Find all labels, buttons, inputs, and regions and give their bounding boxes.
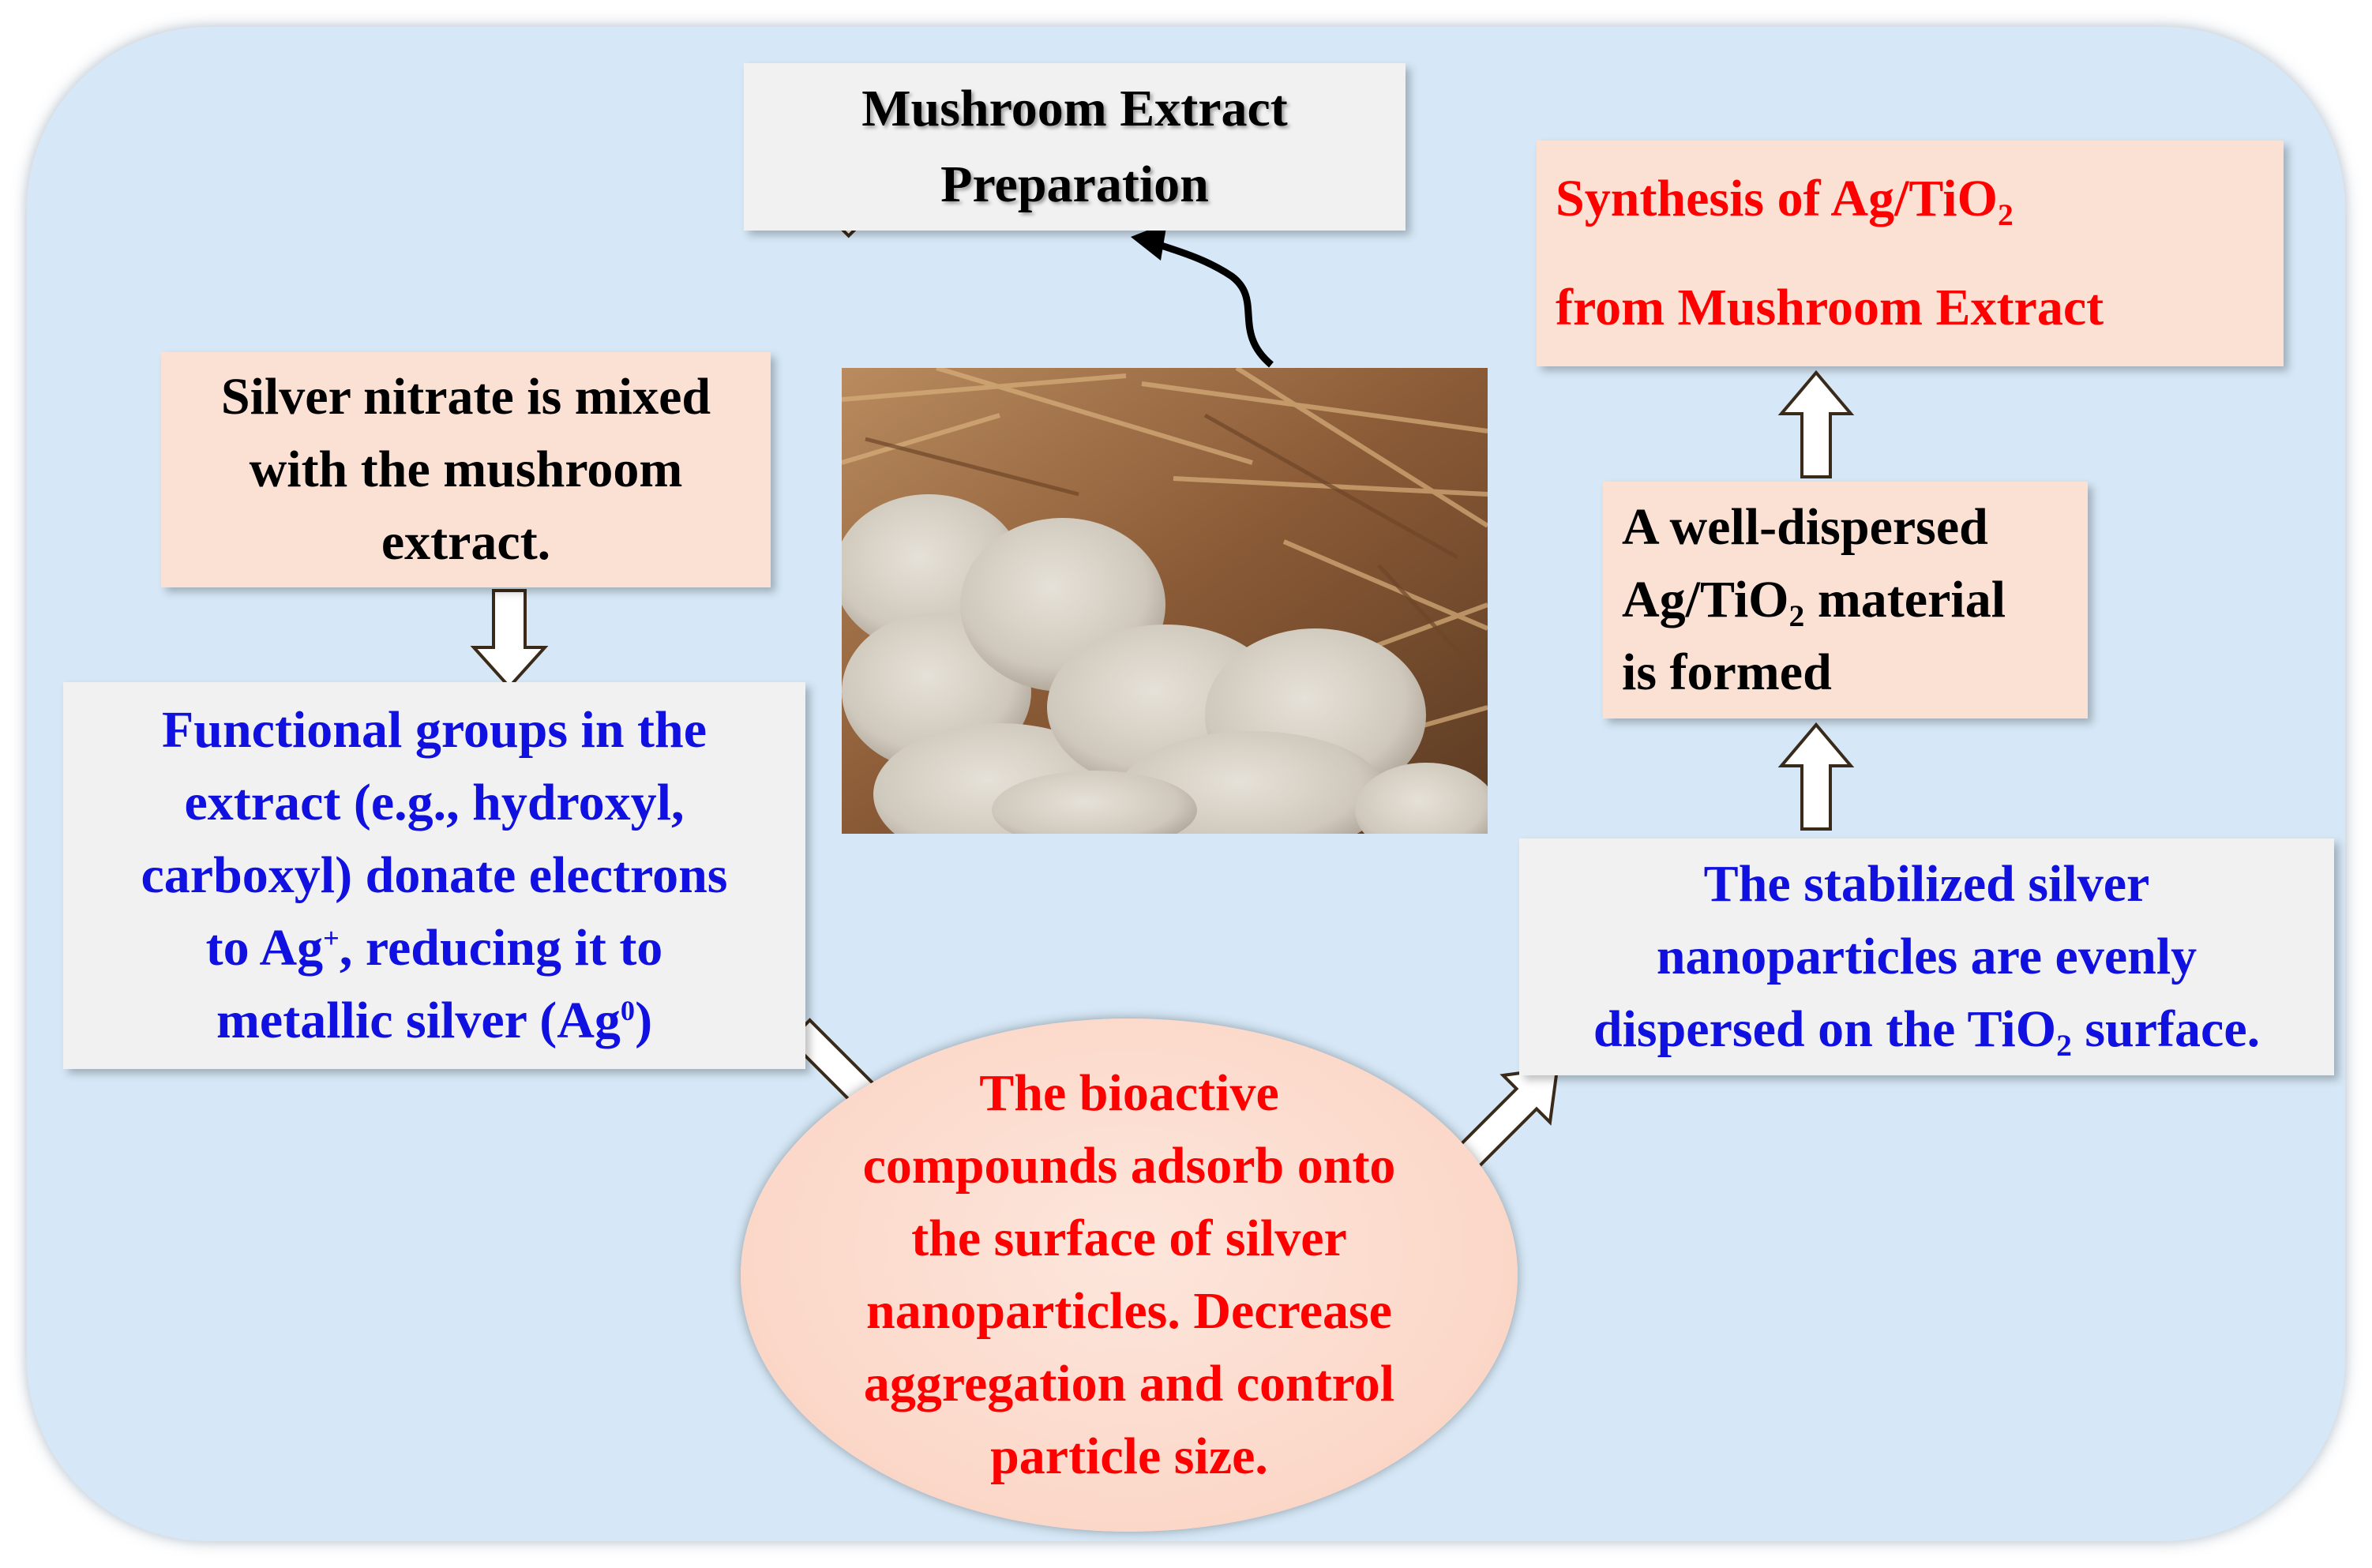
step-text: nanoparticles. Decrease bbox=[866, 1282, 1392, 1340]
step-text: extract (e.g., hydroxyl, bbox=[184, 774, 685, 831]
step-synthesis-result: Synthesis of Ag/TiO2 from Mushroom Extra… bbox=[1537, 141, 2284, 366]
step-text: particle size. bbox=[990, 1427, 1268, 1485]
arrow-stabilized-to-dispersed bbox=[1777, 722, 1855, 831]
step-text: ) bbox=[635, 992, 653, 1049]
step-well-dispersed-material: A well-dispersed Ag/TiO2 material is for… bbox=[1603, 482, 2088, 718]
step-text: nanoparticles are evenly bbox=[1656, 928, 2197, 985]
step-text: to Ag bbox=[205, 919, 324, 977]
arrow-silver-to-functional bbox=[470, 589, 549, 689]
step-text: Functional groups in the bbox=[161, 701, 707, 759]
subscript: 2 bbox=[1997, 197, 2014, 232]
step-text: compounds adsorb onto bbox=[862, 1137, 1396, 1195]
step-bioactive-compounds-ellipse: The bioactive compounds adsorb onto the … bbox=[741, 1018, 1518, 1532]
step-text-line: Synthesis of Ag/TiO2 bbox=[1556, 144, 2014, 253]
curved-arrow-head bbox=[1131, 223, 1167, 261]
step-text-line: dispersed on the TiO2 surface. bbox=[1593, 993, 2260, 1066]
step-text: carboxyl) donate electrons bbox=[141, 846, 728, 904]
step-text-line: to Ag+, reducing it to bbox=[206, 912, 663, 985]
step-text: The bioactive bbox=[979, 1064, 1279, 1122]
arrow-dispersed-to-synthesis bbox=[1777, 369, 1855, 478]
step-text: A well-dispersed bbox=[1622, 498, 1988, 556]
step-text: metallic silver (Ag bbox=[216, 992, 621, 1049]
step-extract-preparation: Mushroom Extract Preparation bbox=[744, 63, 1406, 231]
step-text: surface. bbox=[2071, 1000, 2261, 1058]
step-text: with the mushroom bbox=[249, 441, 683, 498]
step-text: Ag/TiO bbox=[1622, 571, 1789, 628]
step-text: material bbox=[1804, 571, 2006, 628]
step-text: Mushroom Extract bbox=[861, 80, 1288, 137]
superscript: + bbox=[323, 922, 340, 955]
subscript: 2 bbox=[1788, 598, 1805, 633]
step-text: Synthesis of Ag/TiO bbox=[1556, 170, 1998, 227]
step-text-line: Ag/TiO2 material bbox=[1622, 564, 2006, 636]
step-text: dispersed on the TiO bbox=[1593, 1000, 2057, 1058]
step-text: the surface of silver bbox=[911, 1210, 1347, 1267]
step-text: aggregation and control bbox=[863, 1355, 1395, 1412]
step-text: is formed bbox=[1622, 643, 1832, 701]
step-text: extract. bbox=[381, 513, 551, 571]
step-functional-groups: Functional groups in the extract (e.g., … bbox=[63, 682, 805, 1069]
step-stabilized-nanoparticles: The stabilized silver nanoparticles are … bbox=[1519, 838, 2334, 1075]
step-text: from Mushroom Extract bbox=[1556, 279, 2104, 336]
step-text: Silver nitrate is mixed bbox=[220, 368, 711, 426]
step-text: The stabilized silver bbox=[1703, 855, 2150, 913]
curved-arrow-to-extract bbox=[1147, 238, 1274, 368]
superscript: 0 bbox=[620, 995, 636, 1027]
step-text-line: metallic silver (Ag0) bbox=[216, 985, 652, 1057]
step-text: , reducing it to bbox=[339, 919, 663, 977]
mushroom-photo bbox=[842, 368, 1488, 834]
step-text: Preparation bbox=[940, 156, 1209, 213]
step-silver-nitrate-mixing: Silver nitrate is mixed with the mushroo… bbox=[161, 352, 771, 587]
subscript: 2 bbox=[2056, 1027, 2072, 1063]
